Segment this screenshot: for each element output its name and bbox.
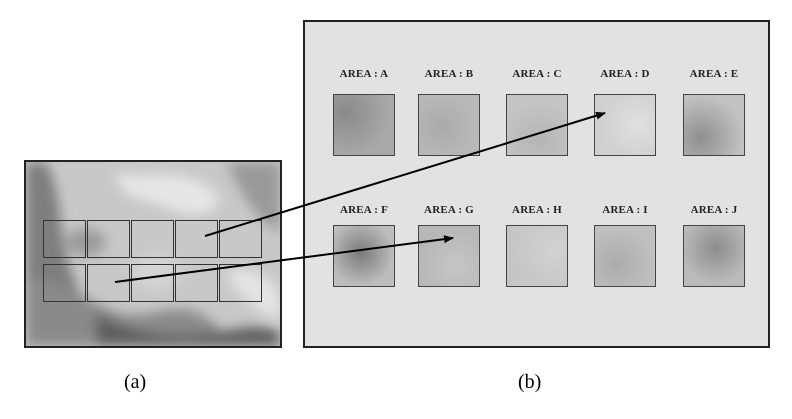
area-thumbnail [333,94,395,156]
area-label: AREA : H [512,204,562,216]
area-label: AREA : A [339,68,389,80]
grid-cell [131,220,174,258]
grid-cell [87,220,130,258]
grid-cell [43,220,86,258]
grid-cell [43,264,86,302]
area-label: AREA : D [600,68,650,80]
grid-cell [131,264,174,302]
area-thumbnail [506,225,568,287]
grid-cell [219,220,262,258]
area-thumbnail [594,94,656,156]
arrow-g [114,235,454,283]
area-thumbnail [683,225,745,287]
area-thumbnail [418,225,480,287]
area-label: AREA : G [424,204,474,216]
source-grayscale-image [26,162,280,346]
area-label: AREA : B [424,68,474,80]
grid-cell [175,220,218,258]
arrow-d [204,111,606,237]
source-image-panel [24,160,282,348]
area-label: AREA : J [690,204,738,216]
area-label: AREA : I [602,204,648,216]
area-thumbnail [683,94,745,156]
area-thumbnails-panel: AREA : A AREA : B AREA : C AREA : D AREA : E… [303,20,770,348]
panel-a-caption: (a) [124,371,147,393]
grid-cell [175,264,218,302]
area-label: AREA : C [512,68,562,80]
area-thumbnail [506,94,568,156]
area-thumbnail [594,225,656,287]
area-label: AREA : F [339,204,389,216]
grid-cell [87,264,130,302]
area-thumbnail [333,225,395,287]
grid-cell [219,264,262,302]
panel-b-caption: (b) [518,371,542,393]
area-thumbnail [418,94,480,156]
area-label: AREA : E [689,68,739,80]
